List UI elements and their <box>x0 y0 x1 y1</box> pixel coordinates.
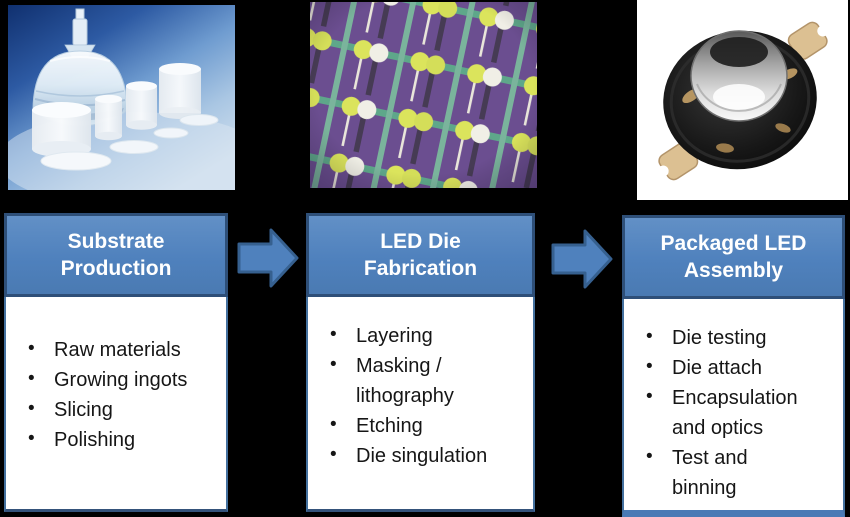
stage-item-list: Die testing Die attach Encapsulation and… <box>624 299 843 503</box>
stage-header: Substrate Production <box>4 213 228 297</box>
flow-right-arrow-icon <box>551 229 613 289</box>
wafer-photo-illustration <box>310 2 537 188</box>
flow-right-arrow-icon <box>237 228 299 288</box>
list-item: Test and binning <box>644 442 815 503</box>
substrate-photo-illustration <box>8 5 235 190</box>
stage-body: Raw materials Growing ingots Slicing Pol… <box>4 297 228 512</box>
stage-body: Die testing Die attach Encapsulation and… <box>622 299 845 517</box>
stage-led-die-fabrication: LED Die Fabrication Layering Masking / l… <box>306 213 535 512</box>
stage-packaged-led-assembly: Packaged LED Assembly Die testing Die at… <box>622 215 845 517</box>
list-item: Raw materials <box>26 334 197 365</box>
list-item: Masking / lithography <box>328 350 499 411</box>
stage-header: Packaged LED Assembly <box>622 215 845 299</box>
list-item: Die attach <box>644 352 815 383</box>
list-item: Die testing <box>644 322 815 353</box>
list-item: Layering <box>328 320 499 351</box>
packaged-led-photo <box>637 0 848 200</box>
wafer-photo <box>310 2 537 188</box>
stage-title: LED Die Fabrication <box>363 230 478 280</box>
stage-title: Packaged LED Assembly <box>660 232 807 282</box>
list-item: Encapsulation and optics <box>644 382 815 443</box>
stage-header: LED Die Fabrication <box>306 213 535 297</box>
list-item: Die singulation <box>328 440 499 471</box>
list-item: Etching <box>328 410 499 441</box>
stage-item-list: Layering Masking / lithography Etching D… <box>308 297 533 471</box>
list-item: Slicing <box>26 394 197 425</box>
packaged-led-illustration <box>637 0 848 200</box>
substrate-photo <box>8 5 235 190</box>
list-item: Polishing <box>26 424 197 455</box>
stage-title: Substrate Production <box>60 230 172 280</box>
stage-substrate-production: Substrate Production Raw materials Growi… <box>4 213 228 512</box>
stage-body: Layering Masking / lithography Etching D… <box>306 297 535 512</box>
list-item: Growing ingots <box>26 364 197 395</box>
stage-item-list: Raw materials Growing ingots Slicing Pol… <box>6 297 226 455</box>
